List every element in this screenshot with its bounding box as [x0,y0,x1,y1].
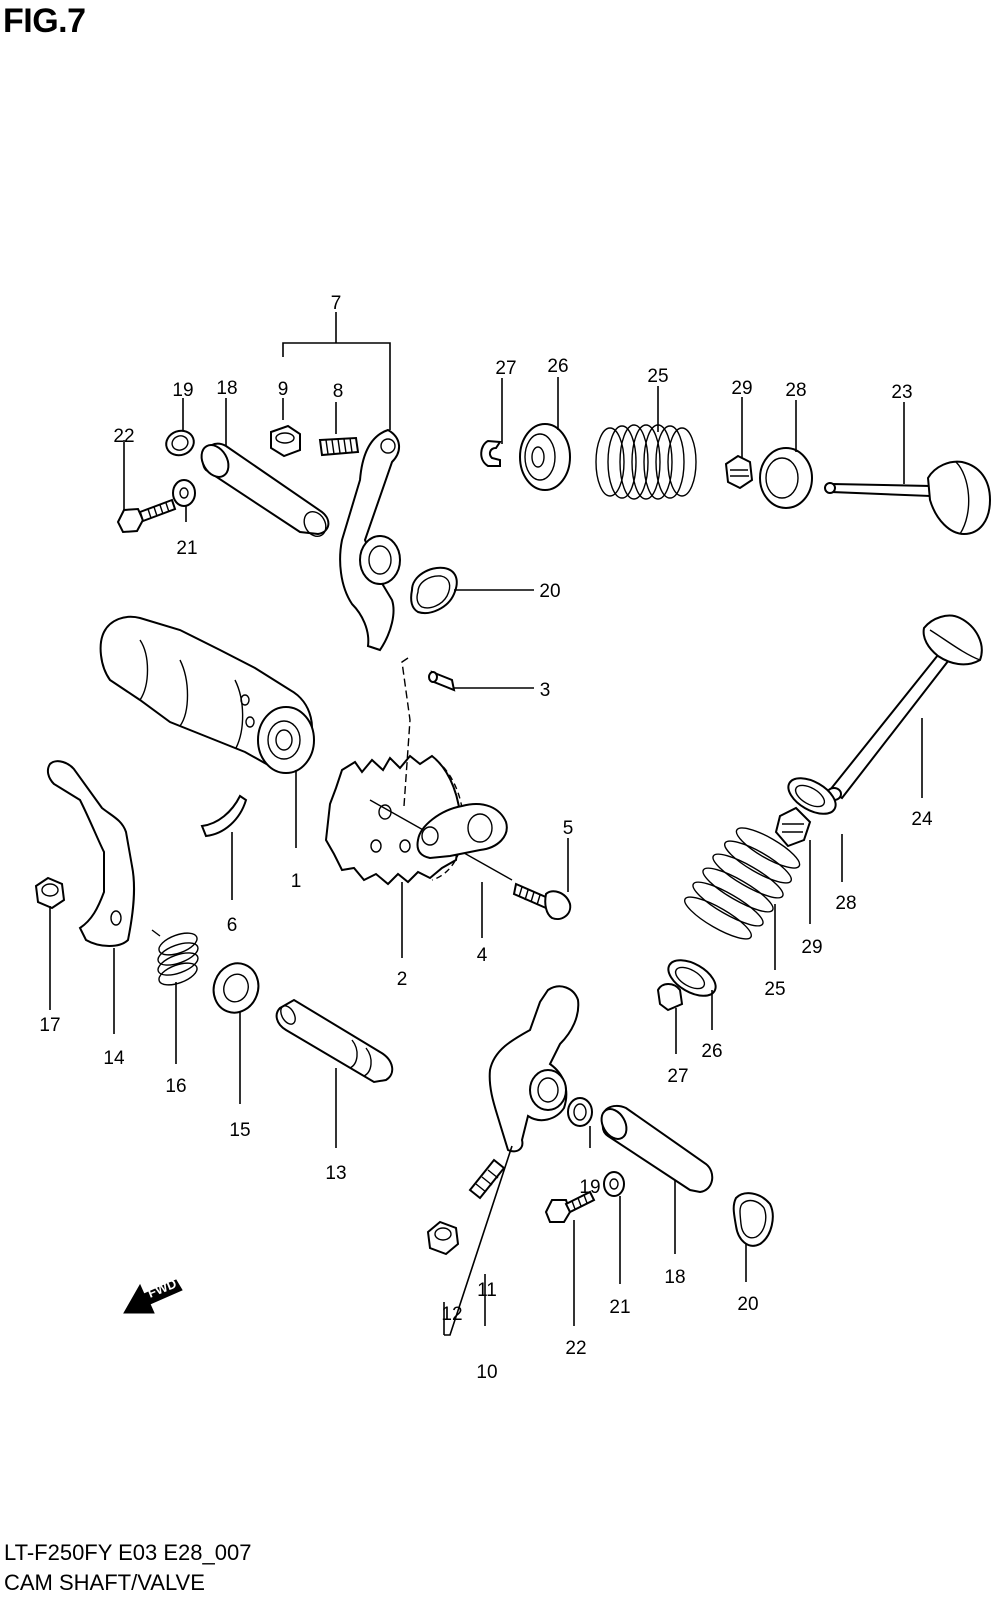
decomp-lever [46,760,136,947]
callout-22-upper: 22 [113,426,134,447]
callout-20-upper: 20 [539,581,560,602]
callout-24: 24 [911,809,933,830]
figure-title: FIG.7 [3,2,86,40]
callout-12: 12 [441,1304,462,1325]
callout-14: 14 [103,1048,125,1069]
callout-29-upper: 29 [731,378,752,399]
o-ring-upper [410,566,458,614]
callout-13: 13 [325,1163,346,1184]
figure-caption: CAM SHAFT/VALVE [4,1570,205,1595]
callout-18-upper: 18 [216,378,237,399]
cam-sprocket-group [324,657,572,920]
callout-28-lower: 28 [835,893,856,914]
callout-27-upper: 27 [495,358,516,379]
camshaft [99,615,315,774]
callout-25-upper: 25 [647,366,668,387]
callout-15: 15 [229,1120,250,1141]
callout-25-lower: 25 [764,979,785,1000]
model-code: LT-F250FY E03 E28_007 [4,1540,252,1565]
callout-26-lower: 26 [701,1041,722,1062]
callout-26-upper: 26 [547,356,568,377]
callout-4: 4 [477,945,488,966]
callout-20-lower: 20 [737,1294,758,1315]
callout-28-upper: 28 [785,380,806,401]
callout-16: 16 [165,1076,186,1097]
callout-27-lower: 27 [667,1066,688,1087]
lower-rocker-arm-assembly [426,985,580,1336]
callout-19-upper: 19 [172,380,193,401]
callout-21-upper: 21 [176,538,197,559]
callout-9: 9 [278,379,289,400]
callout-labels: 7 27 26 25 29 28 23 19 18 9 8 22 21 20 3… [39,293,933,1383]
callout-2: 2 [397,969,408,990]
lock-nut [34,876,66,910]
upper-rocker-arm-assembly [270,312,401,652]
upper-valve-train [480,423,992,536]
callout-8: 8 [333,381,344,402]
callout-1: 1 [291,871,302,892]
decomp-shaft [275,998,394,1084]
callout-11: 11 [477,1280,497,1301]
woodruff-key [200,794,248,838]
lower-rocker-shaft-group [544,1097,714,1223]
callout-18-lower: 18 [664,1267,685,1288]
callout-10: 10 [476,1362,497,1383]
upper-rocker-shaft-group [116,429,330,538]
lower-valve-train [656,614,983,1012]
callout-22-lower: 22 [565,1338,586,1359]
forward-direction-arrow: FWD [123,1276,183,1314]
callout-21-lower: 21 [609,1297,630,1318]
leader-lines [49,377,923,1326]
callout-29-lower: 29 [801,937,822,958]
callout-7: 7 [331,293,342,314]
callout-19-lower: 19 [579,1177,600,1198]
callout-5: 5 [563,818,574,839]
shaft-oil-seal [212,962,260,1014]
callout-3: 3 [540,680,551,701]
decomp-spring [151,929,199,986]
callout-23: 23 [891,382,912,403]
callout-17: 17 [39,1015,60,1036]
callout-6: 6 [227,915,238,936]
